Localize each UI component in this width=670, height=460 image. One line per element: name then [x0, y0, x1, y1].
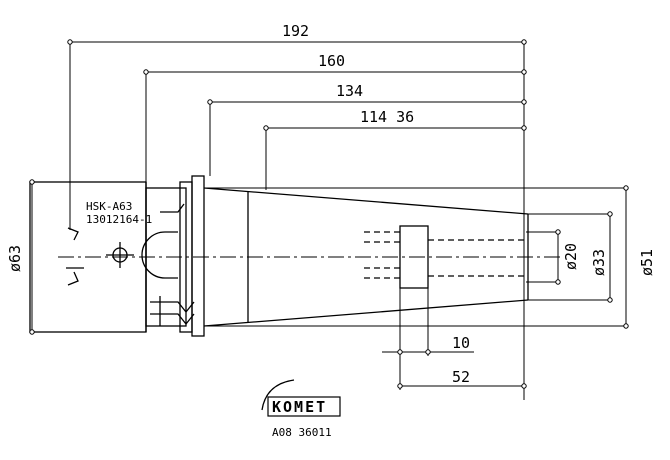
- part-number: A08 36011: [272, 426, 332, 439]
- dimension-dia63: [29, 179, 35, 335]
- dim-160-label: 160: [318, 52, 345, 70]
- dimension-114-36: [263, 125, 527, 190]
- dimension-160: [143, 69, 527, 182]
- dim-52-label: 52: [452, 368, 470, 386]
- dim-dia63-label: ø63: [6, 245, 24, 272]
- dim-114-36-label: 114 36: [360, 108, 414, 126]
- dim-dia51-label: ø51: [638, 249, 656, 276]
- collar: [141, 175, 205, 337]
- dim-dia20-label: ø20: [562, 243, 580, 270]
- dimension-134: [207, 99, 527, 176]
- crosshair-symbol: [106, 242, 134, 268]
- logo-text: KOMET: [272, 398, 327, 416]
- tapered-body: [203, 187, 529, 327]
- dim-dia33-label: ø33: [590, 249, 608, 276]
- dimension-dia51: [204, 185, 629, 329]
- dim-192-label: 192: [282, 22, 309, 40]
- dimension-dia33: [528, 211, 613, 303]
- dim-134-label: 134: [336, 82, 363, 100]
- spec-line-1: HSK-A63: [86, 200, 132, 213]
- dimension-10: [382, 288, 474, 390]
- dimension-52: [397, 383, 527, 389]
- logo-swoosh: [261, 379, 295, 411]
- komet-logo: KOMET: [261, 379, 341, 417]
- spec-line-2: 13012164-1: [86, 213, 152, 226]
- inner-bore: [364, 225, 528, 289]
- dim-10-label: 10: [452, 334, 470, 352]
- dimension-dia20: [526, 229, 561, 285]
